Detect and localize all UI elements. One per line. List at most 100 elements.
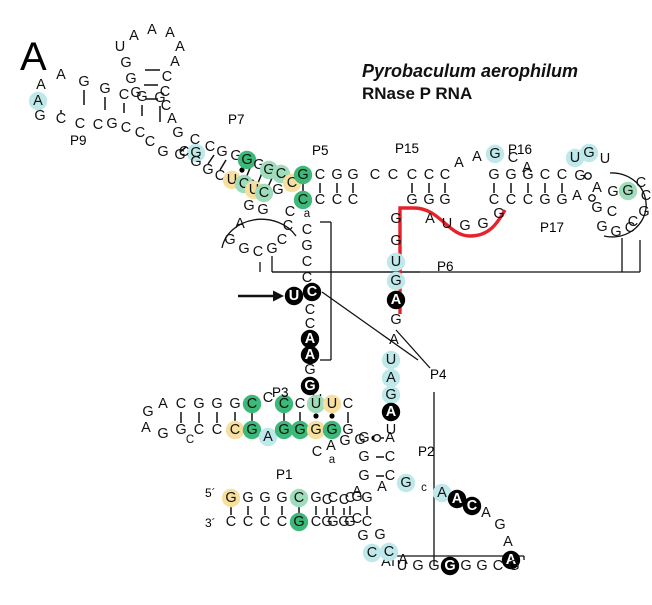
base-letter: C xyxy=(345,490,355,506)
base-letter: G xyxy=(622,183,633,199)
p6-red-highlight-path xyxy=(398,206,507,314)
helix-label-p17: P17 xyxy=(540,220,564,235)
base-letter: A xyxy=(175,39,185,55)
base-pair-bond xyxy=(179,146,187,153)
base-letter: U xyxy=(249,182,259,198)
base-letter: G xyxy=(263,162,274,178)
base-letter: C xyxy=(302,270,312,286)
base-letter: A xyxy=(141,420,151,436)
helix-label-p7: P7 xyxy=(228,112,245,127)
base-letter: C xyxy=(145,134,155,150)
base-letter: G xyxy=(439,192,450,208)
organism-title: Pyrobaculum aerophilum xyxy=(362,61,578,81)
base-letter: G xyxy=(224,232,235,248)
base-letter: C xyxy=(239,176,249,192)
base-letter: C xyxy=(279,396,289,412)
base-letter: G xyxy=(321,514,332,530)
base-letter: G xyxy=(638,204,649,220)
base-letter: G xyxy=(390,273,401,289)
base-letter: A xyxy=(472,149,482,165)
base-letter: C xyxy=(508,150,518,166)
base-letter: G xyxy=(34,108,45,124)
base-letter: C xyxy=(190,132,200,148)
base-letter: C xyxy=(628,214,638,230)
p17-arc xyxy=(603,172,647,238)
base-highlight xyxy=(306,394,326,414)
base-letter: G xyxy=(583,145,594,161)
noncanonical-pair-circle xyxy=(584,172,592,180)
base-letter: A xyxy=(592,180,602,196)
base-letter: C xyxy=(322,492,332,508)
base-highlight xyxy=(447,489,467,509)
base-letter: G xyxy=(120,55,131,71)
base-letter: C xyxy=(440,167,450,183)
base-letter: G xyxy=(326,422,337,438)
base-letter: G xyxy=(342,422,353,438)
base-letter: C xyxy=(186,434,194,446)
base-letter: G xyxy=(476,558,487,574)
helix-label-p15: P15 xyxy=(395,141,419,156)
helix-label-p16: P16 xyxy=(508,142,532,157)
base-letter: C xyxy=(348,192,358,208)
base-letter: G xyxy=(246,422,257,438)
wobble-pair-dot xyxy=(329,413,335,419)
base-letter: G xyxy=(358,468,369,484)
base-highlight xyxy=(221,488,241,508)
base-letter: C xyxy=(328,490,338,506)
base-letter: G xyxy=(358,449,369,465)
base-letter: C xyxy=(407,167,417,183)
p4-diag2 xyxy=(395,329,431,369)
base-letter: C xyxy=(179,144,189,160)
base-letter: G xyxy=(385,387,396,403)
base-letter: G xyxy=(241,152,252,168)
base-letter: A xyxy=(326,438,336,454)
base-letter: G xyxy=(459,218,470,234)
base-letter: G xyxy=(157,426,168,442)
base-highlight xyxy=(293,190,313,210)
base-letter: A xyxy=(398,552,408,568)
base-letter: A xyxy=(522,160,532,176)
base-letter: C xyxy=(523,192,533,208)
base-letter: A xyxy=(381,554,391,570)
base-letter: G xyxy=(522,167,533,183)
base-letter: G xyxy=(412,558,423,574)
base-letter: C xyxy=(295,396,305,412)
base-highlight xyxy=(379,542,399,562)
base-letter: C xyxy=(230,422,240,438)
base-letter: G xyxy=(390,233,401,249)
base-letter: C xyxy=(212,422,222,438)
base-letter: C xyxy=(388,167,398,183)
base-letter: C xyxy=(384,544,394,560)
base-letter: U xyxy=(227,172,237,188)
base-letter: G xyxy=(294,422,305,438)
base-letter: C xyxy=(332,192,342,208)
base-letter: A xyxy=(437,485,447,501)
base-highlight xyxy=(242,420,262,440)
base-letter: G xyxy=(508,558,519,574)
base-letter: C xyxy=(277,232,287,248)
base-letter: C xyxy=(367,545,377,561)
base-letter: A xyxy=(377,479,387,495)
base-letter: C xyxy=(352,511,362,527)
wobble-pair-dot xyxy=(313,413,319,419)
base-letter: U xyxy=(386,422,396,438)
base-letter: C xyxy=(161,98,171,114)
base-highlight xyxy=(432,483,452,503)
p4-diag xyxy=(321,291,419,361)
base-letter: A xyxy=(263,429,273,445)
base-letter: G xyxy=(428,558,439,574)
base-letter: G xyxy=(211,396,222,412)
base-highlight xyxy=(290,420,310,440)
base-highlight xyxy=(274,420,294,440)
base-letter: G xyxy=(477,216,488,232)
base-highlight xyxy=(322,394,342,414)
base-letter: U xyxy=(311,396,321,412)
base-letter: G xyxy=(423,192,434,208)
base-letter: G xyxy=(301,238,312,254)
base-letter: G xyxy=(202,162,213,178)
base-letter: A xyxy=(165,25,175,41)
base-letter: A xyxy=(158,396,168,412)
base-letter: C xyxy=(540,167,550,183)
base-letter: A xyxy=(56,67,66,83)
